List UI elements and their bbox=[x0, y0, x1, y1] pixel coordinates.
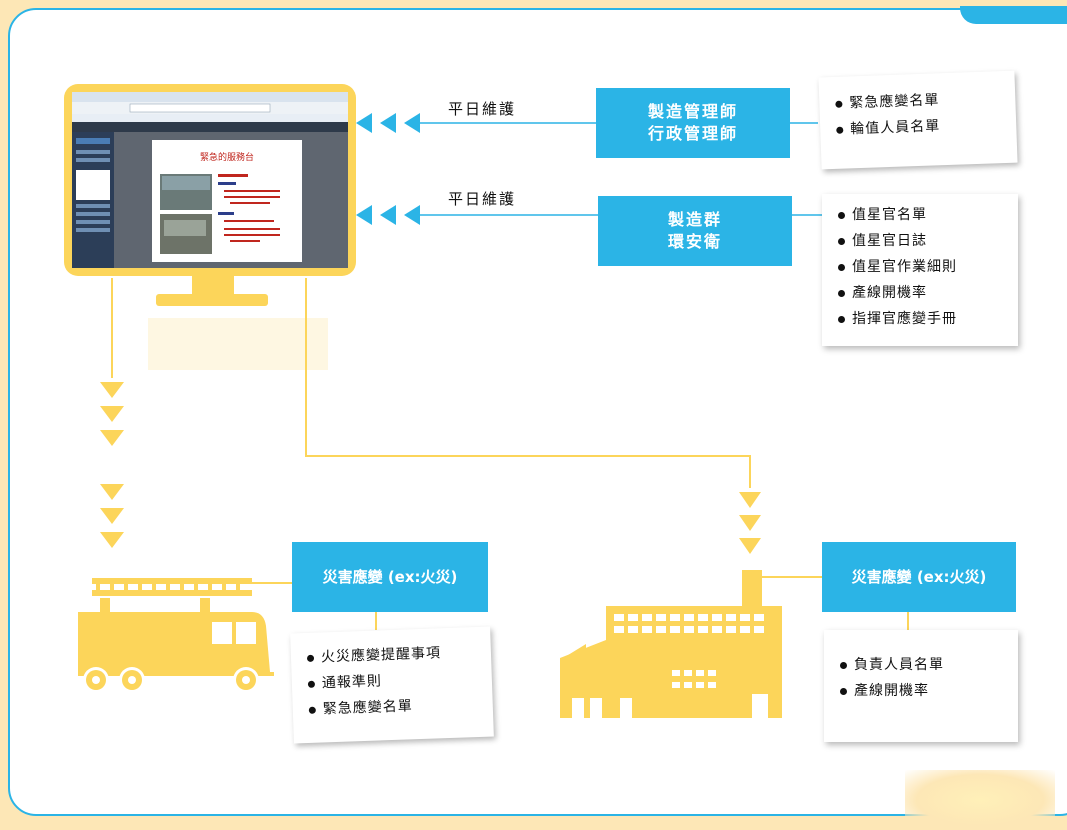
disaster-note-right: 負責人員名單 產線開機率 bbox=[824, 630, 1018, 742]
disaster-right-item: 產線開機率 bbox=[840, 678, 1002, 704]
corner-tab bbox=[960, 6, 1067, 24]
upper-connector bbox=[356, 113, 818, 133]
lower-connector bbox=[356, 205, 822, 225]
groups-box-line2: 環安衛 bbox=[667, 232, 722, 251]
managers-box: 製造管理師 行政管理師 bbox=[596, 88, 790, 158]
left-down-flow bbox=[100, 278, 124, 548]
groups-note-item: 指揮官應變手冊 bbox=[838, 306, 1002, 332]
groups-note-item: 值星官作業細則 bbox=[838, 254, 1002, 280]
right-down-flow bbox=[305, 278, 761, 554]
computer-monitor-icon: 緊急的服務台 bbox=[64, 84, 356, 370]
upper-flow-label: 平日維護 bbox=[448, 100, 517, 118]
groups-note-item: 值星官日誌 bbox=[838, 228, 1002, 254]
managers-note-item: 輪值人員名單 bbox=[850, 111, 1001, 142]
screen-title: 緊急的服務台 bbox=[200, 151, 254, 163]
diagram-art: 緊急的服務台 bbox=[64, 84, 909, 718]
lower-flow-label: 平日維護 bbox=[448, 190, 517, 208]
disaster-right-item: 負責人員名單 bbox=[840, 652, 1002, 678]
groups-note: 值星官名單 值星官日誌 值星官作業細則 產線開機率 指揮官應變手冊 bbox=[822, 194, 1018, 346]
disaster-box-left: 災害應變 (ex:火災) bbox=[292, 542, 488, 612]
disaster-left-item: 緊急應變名單 bbox=[322, 691, 477, 722]
groups-box-line1: 製造群 bbox=[667, 210, 722, 229]
fire-truck-icon bbox=[78, 578, 292, 693]
groups-note-item: 值星官名單 bbox=[838, 202, 1002, 228]
disaster-box-right: 災害應變 (ex:火災) bbox=[822, 542, 1016, 612]
managers-box-line1: 製造管理師 bbox=[647, 102, 738, 121]
managers-box-line2: 行政管理師 bbox=[647, 124, 738, 143]
managers-note: 緊急應變名單 輪值人員名單 bbox=[818, 70, 1018, 170]
factory-icon bbox=[560, 570, 822, 718]
disaster-note-left: 火災應變提醒事項 通報準則 緊急應變名單 bbox=[290, 626, 494, 744]
groups-note-item: 產線開機率 bbox=[838, 280, 1002, 306]
groups-box: 製造群 環安衛 bbox=[598, 196, 792, 266]
